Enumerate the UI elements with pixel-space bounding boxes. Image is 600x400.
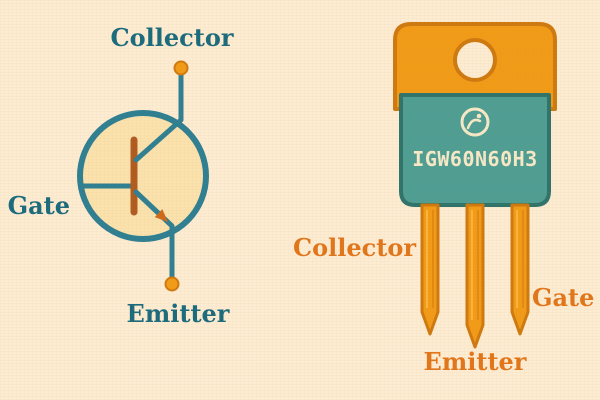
collector-terminal-dot [173, 60, 189, 76]
igbt-symbol-panel: Collector Gate Emitter [8, 23, 234, 328]
collector-lead-line [133, 71, 184, 163]
package-legs [420, 203, 530, 349]
emitter-leg [465, 203, 485, 349]
igbt-package-panel: IGW60N60H3 Collector Gate Emitter [293, 22, 594, 376]
package-gate-label: Gate [532, 283, 594, 312]
emitter-arrow-icon [154, 209, 168, 222]
collector-leg [420, 203, 440, 336]
infineon-logo-icon [460, 107, 490, 137]
symbol-gate-label: Gate [8, 191, 70, 220]
emitter-lead-line [133, 189, 175, 281]
part-number: IGW60N60H3 [412, 147, 537, 171]
transistor-symbol-circle [77, 110, 209, 242]
symbol-emitter-label: Emitter [127, 299, 230, 328]
package-emitter-label: Emitter [424, 347, 527, 376]
mounting-hole [453, 38, 497, 82]
package-collector-label: Collector [293, 233, 416, 262]
emitter-terminal-dot [164, 276, 180, 292]
symbol-collector-label: Collector [111, 23, 234, 52]
package-body [399, 93, 551, 207]
gate-leg [510, 203, 530, 336]
